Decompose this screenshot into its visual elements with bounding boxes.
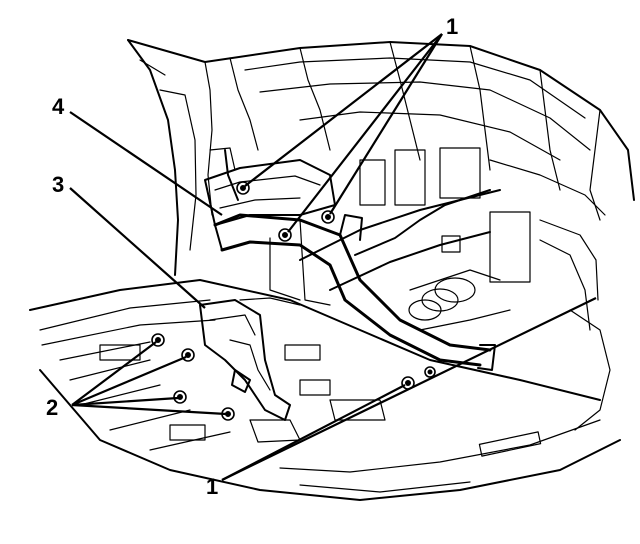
- bracket-3: [199, 297, 301, 421]
- callout-1-upper: 1: [446, 14, 458, 39]
- fasteners-2-lower: [151, 333, 235, 421]
- floor-pan: [29, 239, 621, 501]
- body-panel-upper: [127, 39, 635, 301]
- callout-4: 4: [52, 94, 65, 119]
- callout-2: 2: [46, 395, 58, 420]
- leader-lines: [69, 33, 597, 481]
- left-pillar: [127, 39, 197, 276]
- cross-car-beam: [213, 189, 496, 371]
- callout-1-front: 1: [206, 474, 218, 499]
- bracket-4: [204, 147, 336, 226]
- tunnel-assembly: [299, 189, 511, 331]
- callout-3: 3: [52, 172, 64, 197]
